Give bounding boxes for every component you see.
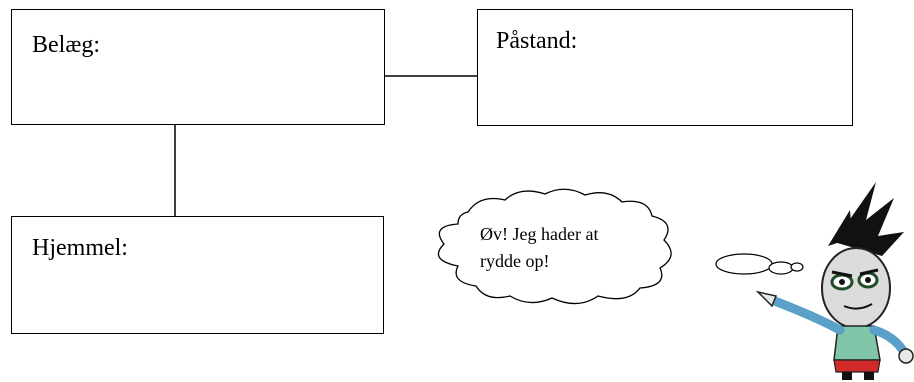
box-paastand-label: Påstand: [496, 28, 578, 54]
box-hjemmel-label: Hjemmel: [32, 235, 128, 261]
box-paastand: Påstand: [477, 9, 853, 126]
speech-bubble-line-2: rydde op! [480, 251, 550, 271]
speech-bubble-line-1: Øv! Jeg hader at [480, 224, 599, 244]
speech-bubble-cloud [437, 188, 672, 305]
punk-cartoon-character-icon [755, 182, 914, 380]
thought-dot-small [790, 262, 804, 272]
box-hjemmel: Hjemmel: [11, 216, 384, 334]
box-belaeg-label: Belæg: [32, 32, 101, 58]
box-belaeg: Belæg: [11, 9, 385, 125]
